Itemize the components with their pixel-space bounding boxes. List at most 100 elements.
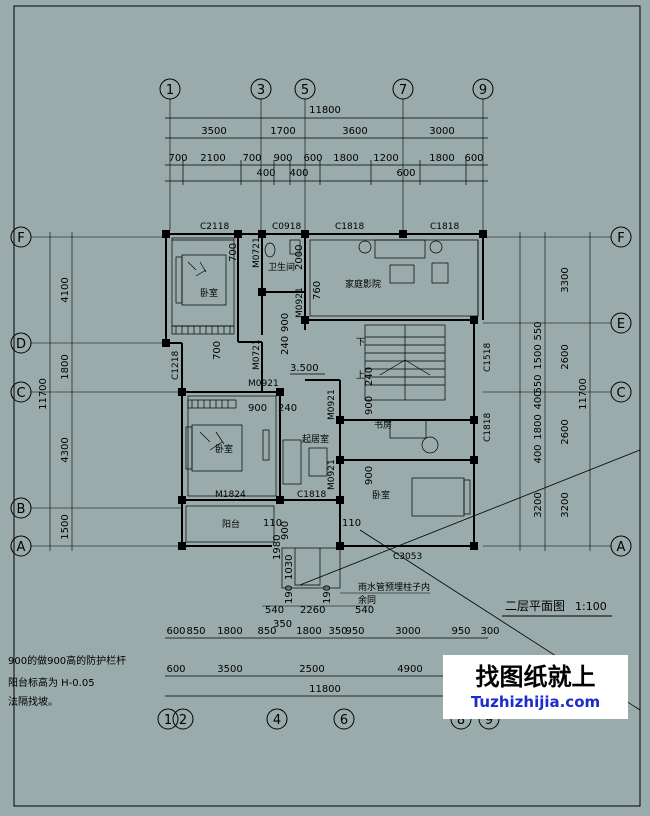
dim-bottom-total: 11800 (309, 684, 341, 695)
dim-left-d: 1500 (60, 514, 71, 539)
axis-left-D: D (16, 337, 26, 352)
window-c1518: C1518 (483, 343, 493, 372)
dim-bottom-row1-c: 1800 (217, 626, 242, 637)
dim-right-inner-f: 400 (533, 444, 544, 463)
dim-top-row2-g: 1200 (373, 153, 398, 164)
stair-up-label: 上 (356, 370, 365, 381)
small-dim-1: 700 (228, 243, 239, 262)
door-m0921-b: M0921 (248, 379, 279, 389)
dim-top-row2-d: 900 (273, 153, 292, 164)
door-m1824: M1824 (215, 490, 246, 500)
floor-elevation: 3.500 (290, 363, 319, 374)
small-dim-12: 900 (280, 521, 291, 540)
small-dim-5: 240 (280, 336, 291, 355)
dim-top-row3-c: 600 (396, 168, 415, 179)
axis-bottom-9: 9 (485, 713, 493, 728)
watermark-text: 找图纸就上 (475, 663, 596, 691)
sheet-border (13, 5, 641, 807)
drawing-title: 二层平面图 (505, 599, 565, 613)
door-m0721-b: M0721 (252, 339, 262, 370)
dim-bottom-row1-f: 350 (328, 626, 347, 637)
room-balcony: 阳台 (222, 518, 240, 530)
dim-detail-d: 350 (273, 619, 292, 630)
dim-right-inner-c: 550 (533, 374, 544, 393)
watermark-url: Tuzhizhijia.com (470, 693, 601, 711)
room-study: 书房 (374, 419, 392, 431)
door-m0921-d: M0921 (327, 459, 337, 490)
door-m0921-a: M0921 (295, 287, 305, 318)
dim-bottom-row2-a: 600 (166, 664, 185, 675)
axis-top-7: 7 (399, 83, 407, 98)
small-dim-3: 760 (312, 281, 323, 300)
dim-right-outer-c: 2600 (560, 419, 571, 444)
dim-right-inner-b: 1500 (533, 344, 544, 369)
staircase (364, 324, 446, 401)
axis-bottom-2: 2 (179, 713, 187, 728)
room-bathroom: 卫生间 (268, 261, 295, 273)
top-axis-lines (169, 99, 484, 230)
note-line-1: 900的做900高的防护栏杆 (8, 654, 126, 667)
dim-bottom-row1-g: 950 (345, 626, 364, 637)
axis-top-3: 3 (257, 83, 265, 98)
dim-bottom-row1-e: 1800 (296, 626, 321, 637)
door-m0721-a: M0721 (252, 237, 262, 268)
dim-top-row3-b: 400 (289, 168, 308, 179)
small-dim-13: 110 (263, 518, 282, 529)
small-dim-15: 1030 (284, 555, 295, 580)
walls (165, 233, 484, 547)
axis-bottom-6: 6 (340, 713, 348, 728)
axis-bottom-4: 4 (273, 713, 281, 728)
dim-bottom-row2-c: 2500 (299, 664, 324, 675)
dim-bottom-row1-d: 850 (257, 626, 276, 637)
dim-top-row2-b: 2100 (200, 153, 225, 164)
dim-bottom-row2-d: 4900 (397, 664, 422, 675)
drawing-scale: 1:100 (575, 600, 607, 613)
stair-down-label: 下 (356, 338, 365, 348)
dim-right-inner-d: 400 (533, 390, 544, 409)
dim-top-row1-c: 3600 (342, 126, 367, 137)
room-bedroom-2: 卧室 (215, 443, 233, 455)
window-c2118: C2118 (200, 222, 229, 232)
window-c1818-d: C1818 (297, 490, 326, 500)
axis-right-E: E (617, 317, 625, 332)
dim-top-row2-f: 1800 (333, 153, 358, 164)
watermark-logo: 找图纸就上 Tuzhizhijia.com (443, 655, 628, 719)
bottom-dimension-lines (165, 637, 488, 697)
window-c3053: C3053 (393, 552, 422, 562)
dim-top-row3-a: 400 (256, 168, 275, 179)
small-dim-6: 900 (248, 403, 267, 414)
room-bedroom-1: 卧室 (200, 287, 218, 299)
dim-top-row2-h: 1800 (429, 153, 454, 164)
dim-right-inner-a: 550 (533, 321, 544, 340)
small-dim-11: 900 (364, 466, 375, 485)
door-m0921-c: M0921 (327, 389, 337, 420)
top-dimension-lines (165, 117, 488, 185)
dim-bottom-row1-a: 600 (166, 626, 185, 637)
dim-left-b: 1800 (60, 354, 71, 379)
dim-right-inner-g: 3200 (533, 492, 544, 517)
axis-left-C: C (16, 386, 25, 401)
axis-top-1: 1 (166, 83, 174, 98)
small-dim-4: 900 (280, 313, 291, 332)
dim-right-outer-d: 3200 (560, 492, 571, 517)
axis-left-A: A (17, 540, 26, 555)
dim-top-row1-b: 1700 (270, 126, 295, 137)
dim-detail-c: 540 (355, 605, 374, 616)
note-line-2: 阳台标高为 H-0.05 (8, 676, 95, 689)
dim-top-total: 11800 (309, 105, 341, 116)
dim-detail-b: 2260 (300, 605, 325, 616)
dim-bottom-row1-i: 950 (451, 626, 470, 637)
dim-left-a: 4100 (60, 277, 71, 302)
axis-right-A: A (617, 540, 626, 555)
axis-bottom-8: 8 (457, 713, 465, 728)
small-dim-16: 1980 (272, 535, 283, 560)
right-axis-lines (483, 232, 611, 551)
small-dim-14: 110 (342, 518, 361, 529)
dim-top-row1-a: 3500 (201, 126, 226, 137)
window-c1818-a: C1818 (335, 222, 364, 232)
axis-bottom-1: 1 (164, 713, 172, 728)
dim-right-outer-b: 2600 (560, 344, 571, 369)
top-axis-bubbles (159, 78, 494, 100)
